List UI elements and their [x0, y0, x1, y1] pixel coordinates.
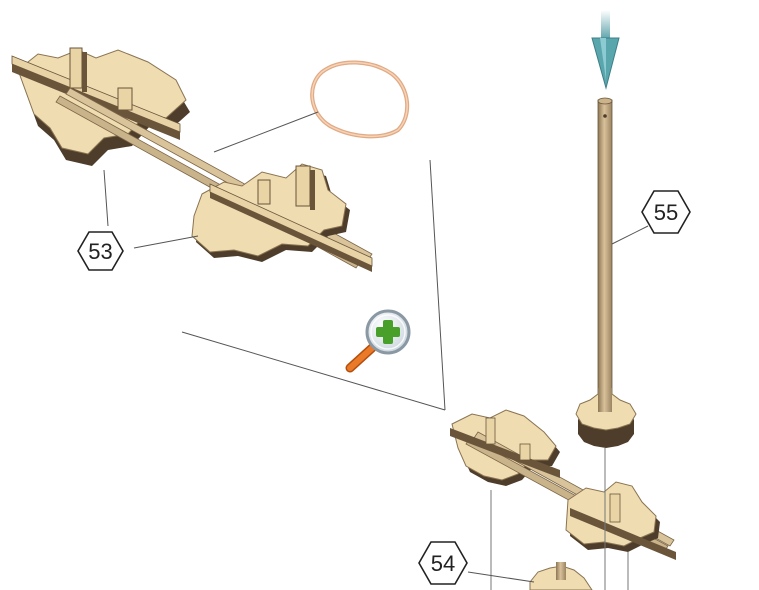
lower-axle-assembly	[450, 410, 676, 560]
gear-piece-right	[192, 164, 372, 272]
bottom-gear	[530, 562, 592, 590]
rubber-band-icon	[312, 62, 407, 136]
zoom-in-icon[interactable]	[350, 311, 409, 368]
vertical-rod	[598, 98, 612, 408]
step-label-55: 55	[612, 191, 690, 244]
step-number-54: 54	[431, 551, 455, 576]
step-number-55: 55	[654, 200, 678, 225]
step-number-53: 53	[88, 239, 112, 264]
step-label-54: 54	[419, 542, 534, 584]
band-leader-line	[214, 112, 318, 152]
insert-arrow-icon	[592, 10, 619, 88]
step-label-53: 53	[78, 170, 198, 270]
small-gear	[576, 388, 636, 448]
zoomed-axle-assembly	[12, 48, 372, 272]
